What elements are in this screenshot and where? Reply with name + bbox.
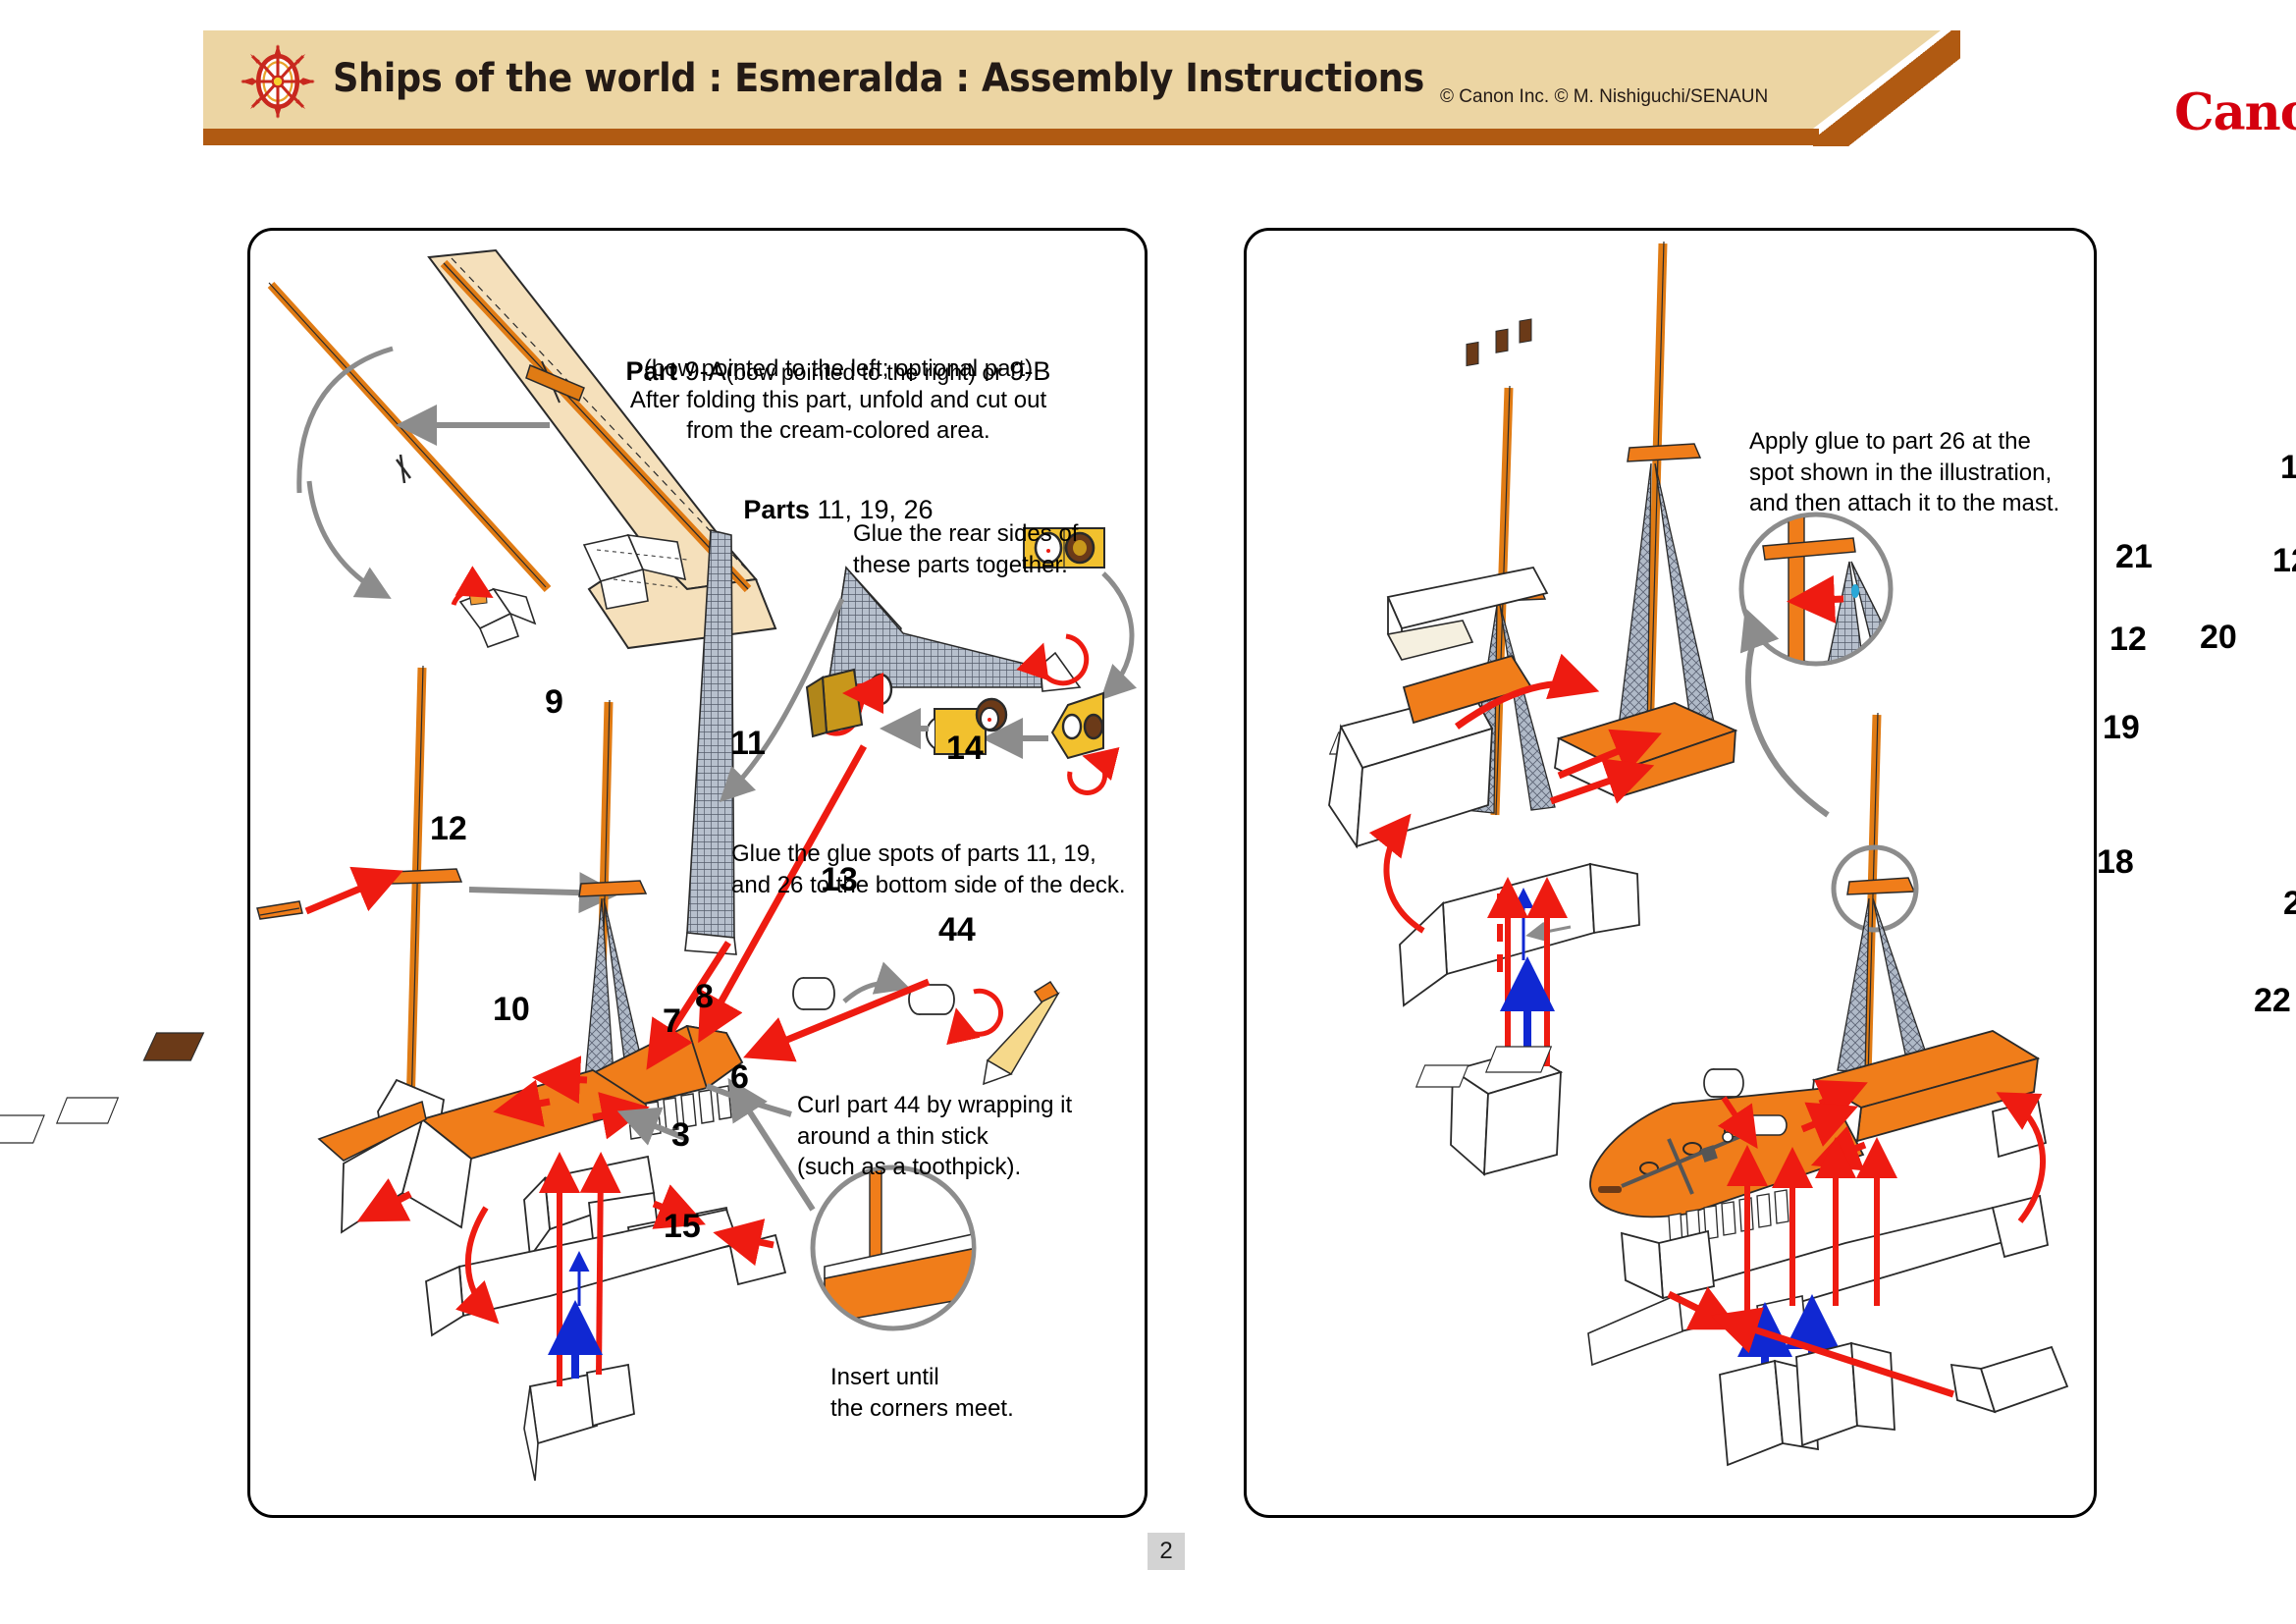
page-number: 2: [1148, 1533, 1185, 1570]
part-7-label: 7: [663, 1002, 681, 1040]
note-part9-body: (bow pointed to the left; optional part)…: [629, 355, 1047, 445]
part-17-label: 17: [2280, 449, 2296, 486]
note-glue-part-26: Apply glue to part 26 at the spot shown …: [1749, 428, 2060, 517]
note-curl-44: Curl part 44 by wrapping it around a thi…: [797, 1092, 1073, 1181]
header-rule: [203, 129, 1819, 145]
part-11-label: 11: [730, 725, 766, 762]
note-part9-heading-bold: Part: [625, 355, 678, 386]
page-header: Ships of the world : Esmeralda : Assembl…: [203, 30, 2296, 146]
part-12-b-label: 12: [2272, 542, 2296, 579]
part-9-label: 9: [545, 683, 563, 721]
part-44-label: 44: [938, 911, 976, 948]
part-8-label: 8: [695, 978, 714, 1015]
part-20-label: 20: [2200, 619, 2237, 656]
part-10-label: 10: [493, 991, 530, 1028]
note-part9-heading-9a: 9-A: [684, 355, 726, 386]
instruction-panel-right: [1244, 228, 2097, 1518]
part-2-label: 2: [2283, 885, 2296, 922]
part-12-left-label: 12: [430, 810, 467, 847]
page-title: Ships of the world : Esmeralda : Assembl…: [333, 56, 1424, 101]
part-15-label: 15: [664, 1208, 701, 1245]
note-part9-heading: Part 9-A(bow pointed to the right) or 9-…: [605, 319, 1072, 389]
note-parts-numbers: 11, 19, 26: [817, 494, 934, 524]
part-14-label: 14: [946, 730, 984, 767]
part-21-label: 21: [2115, 538, 2153, 575]
part-19-a-label: 19: [2103, 709, 2140, 746]
note-glue-spots: Glue the glue spots of parts 11, 19, and…: [731, 840, 1126, 898]
note-insert-corners: Insert until the corners meet.: [830, 1364, 1014, 1422]
ships-helm-icon: [240, 44, 315, 119]
part-12-a-label: 12: [2109, 621, 2147, 658]
note-part9-heading-9b: 9-B: [1009, 355, 1051, 386]
part-6-label: 6: [730, 1058, 749, 1096]
copyright-notice: © Canon Inc. © M. Nishiguchi/SENAUN: [1440, 86, 1769, 107]
header-band: [203, 30, 1813, 129]
note-parts-11-19-26: Parts 11, 19, 26: [605, 458, 1072, 527]
part-13-label: 13: [821, 861, 858, 898]
canon-logo: Canon: [2174, 83, 2296, 142]
header-rule-diagonal: [1813, 30, 1960, 146]
note-part9-heading-plain: (bow pointed to the right) or: [725, 358, 1002, 385]
part-3-label: 3: [671, 1116, 690, 1154]
part-18-label: 18: [2097, 843, 2134, 881]
part-22-label: 22: [2254, 982, 2291, 1019]
note-glue-rear: Glue the rear sides of these parts toget…: [853, 520, 1079, 578]
note-parts-label: Parts: [743, 494, 810, 524]
